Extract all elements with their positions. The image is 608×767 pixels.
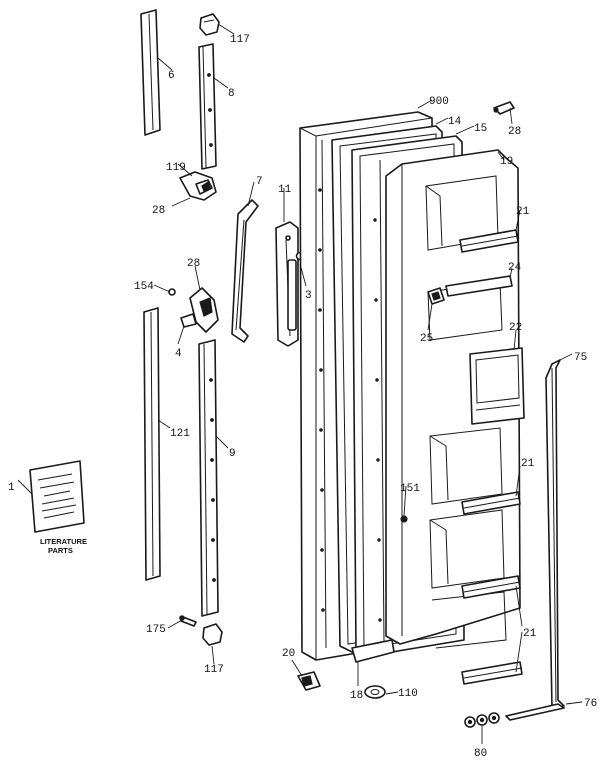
- shelf-clip: [427, 287, 445, 305]
- callout-3: 3: [305, 290, 312, 302]
- literature-booklet: [29, 460, 85, 533]
- channel-upper: [198, 43, 217, 170]
- callout-154: 154: [134, 281, 154, 293]
- callout-20: 20: [282, 648, 295, 660]
- callout-8: 8: [228, 88, 235, 100]
- callout-4: 4: [175, 348, 182, 360]
- callout-28-mid: 28: [187, 258, 200, 270]
- door-shelf-bar-3: [461, 575, 521, 599]
- door-shelf-bar-1: [459, 229, 519, 253]
- dairy-compartment-door: [469, 347, 525, 425]
- handle-bracket: [275, 221, 305, 347]
- channel-lower: [198, 339, 219, 617]
- callout-6: 6: [168, 70, 175, 82]
- door-shelf-bar-4: [461, 661, 523, 685]
- callout-11: 11: [278, 184, 292, 196]
- callout-7: 7: [256, 176, 263, 188]
- door-rod: [545, 359, 565, 709]
- door-handle: [231, 199, 259, 343]
- top-hinge: [179, 171, 217, 201]
- callout-121: 121: [170, 428, 190, 440]
- bushing: [364, 685, 386, 699]
- trim-strip-upper: [140, 9, 161, 136]
- callout-1: 1: [8, 482, 15, 494]
- callout-9: 9: [229, 448, 236, 460]
- callout-21-low: 21: [523, 628, 537, 640]
- parts-label: PARTS: [48, 546, 73, 555]
- end-cap-bottom: [202, 623, 223, 646]
- leader-lines: [17, 23, 583, 744]
- liner-screw: [400, 515, 408, 523]
- callout-24: 24: [508, 262, 522, 274]
- rod-extension: [505, 703, 565, 721]
- callout-900: 900: [429, 96, 449, 108]
- callout-28-hinge: 28: [152, 205, 165, 217]
- callout-117-bottom: 117: [204, 664, 224, 676]
- callout-80: 80: [474, 748, 487, 760]
- small-shelf-bar: [445, 275, 513, 297]
- callout-28-right: 28: [508, 126, 521, 138]
- bottom-trim: [351, 639, 395, 663]
- callout-110: 110: [398, 688, 418, 700]
- callout-151: 151: [400, 483, 420, 495]
- callout-22: 22: [509, 322, 522, 334]
- callout-21-top: 21: [516, 206, 530, 218]
- callout-21-mid: 21: [521, 458, 535, 470]
- callout-76: 76: [584, 698, 597, 710]
- middle-hinge: [168, 287, 219, 333]
- screw: [179, 615, 197, 627]
- callout-117-top: 117: [230, 34, 250, 46]
- callout-14: 14: [448, 116, 462, 128]
- callout-labels: 117 6 8 900 14 15 28 19 119 28 7 11 21 2…: [8, 34, 597, 760]
- callout-25: 25: [420, 333, 433, 345]
- callout-18: 18: [350, 690, 363, 702]
- callout-15: 15: [474, 123, 487, 135]
- gasket-strip: [143, 307, 161, 581]
- callout-19: 19: [500, 156, 513, 168]
- end-cap-top: [199, 13, 220, 36]
- literature-label: LITERATURE: [40, 537, 87, 546]
- hinge-bolt: [297, 671, 321, 691]
- top-screw: [493, 101, 515, 115]
- callout-119: 119: [166, 162, 186, 174]
- screw-set: [464, 712, 500, 728]
- callout-175: 175: [146, 624, 166, 636]
- callout-75: 75: [574, 352, 587, 364]
- door-shelf-bar-2: [461, 491, 521, 515]
